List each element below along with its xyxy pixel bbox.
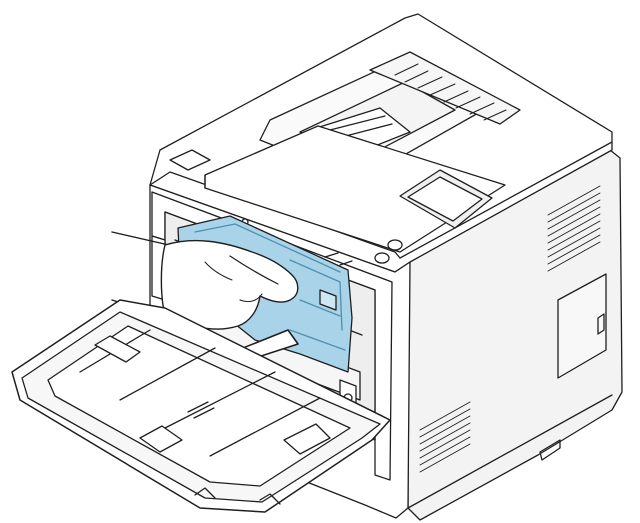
container-ridge [299,299,341,317]
container-top-edge [194,223,341,273]
side-vent-lower [419,401,471,473]
door-rib [209,397,321,457]
door-hinge-center [139,425,183,453]
door-rib [164,371,276,429]
printer-foot-right [539,439,561,461]
container-ridge [289,329,346,351]
power-button [374,252,390,264]
door-rib [119,347,216,401]
side-vent-upper [547,185,601,272]
container-tab [319,289,337,311]
side-access-panel [557,273,607,379]
front-door [11,299,391,513]
cancel-button [387,239,403,251]
container-ridge [289,259,343,331]
paper-stopper-slot [329,115,386,131]
door-handle-slot [187,401,209,413]
door-feet [194,487,281,505]
top-notch [324,252,339,258]
exit-rollers [394,63,507,121]
display-screen-inner [407,176,483,222]
door-hinge-left [94,335,141,363]
top-right-edge [399,141,613,259]
thumb [229,255,279,285]
top-label [169,149,211,171]
door-hinge-right [283,423,331,455]
finger-line [239,293,263,303]
knuckle-line [204,261,233,281]
top-notch [339,260,353,266]
door-handle-slot [193,407,215,419]
printer-base-line [407,394,613,509]
side-panel-latch [597,313,605,335]
